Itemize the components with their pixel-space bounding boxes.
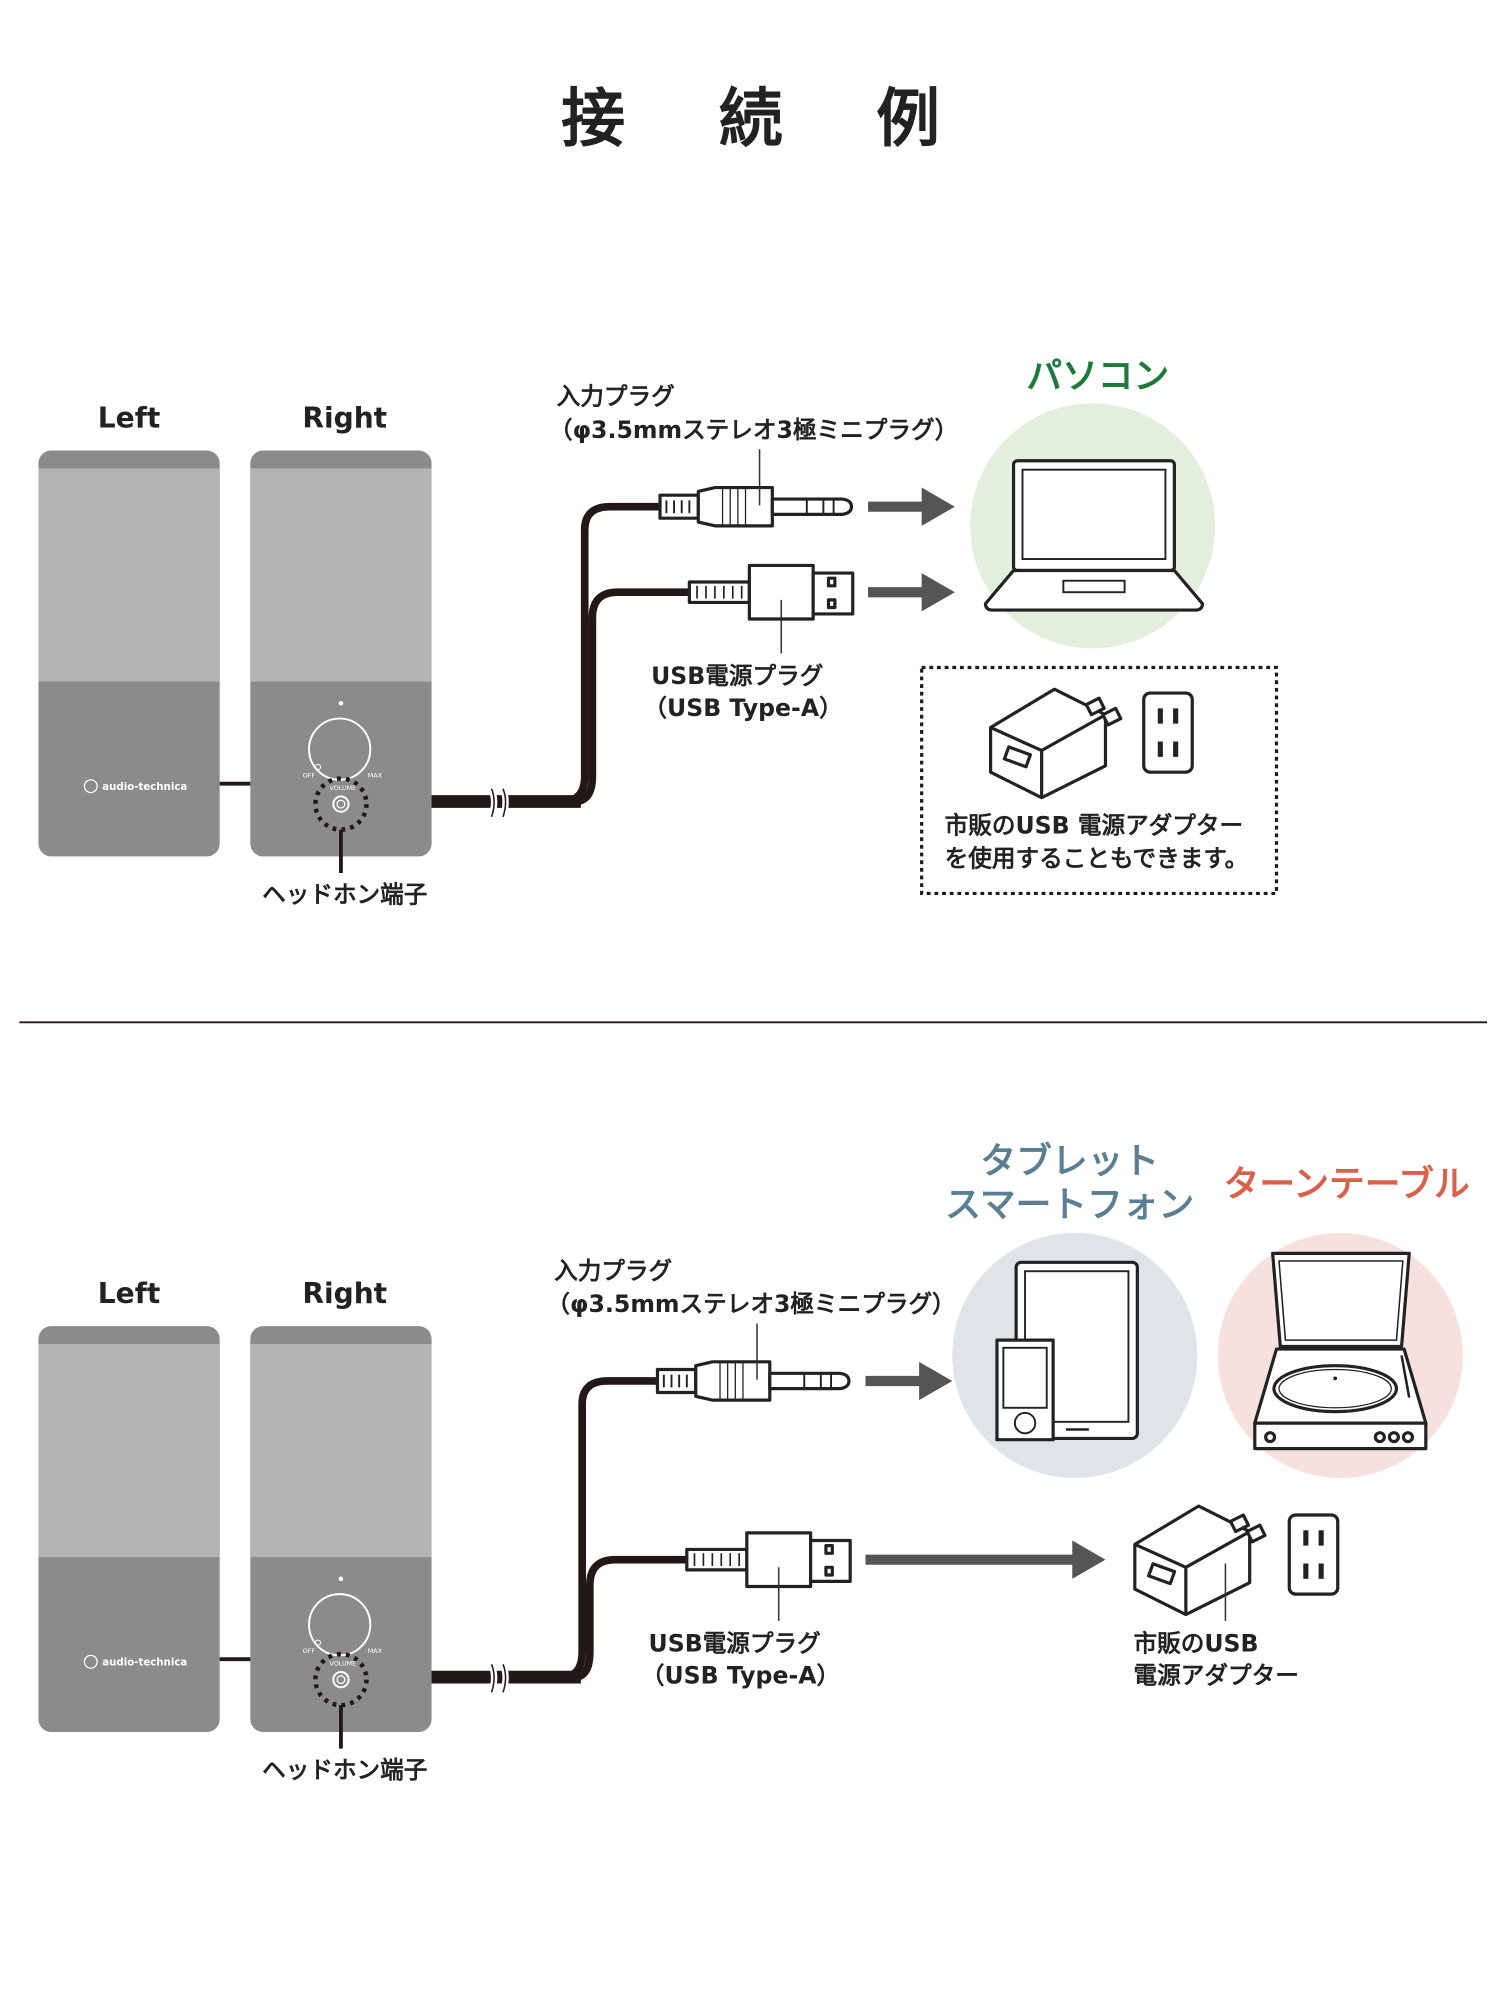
page-title: 接 続 例 [561, 82, 976, 156]
knob-volume-label: VOLUME [329, 784, 356, 792]
right-speaker-label: Right [302, 402, 387, 435]
tablet-label: タブレット [980, 1141, 1159, 1182]
left-speaker-label: Left [98, 1277, 161, 1310]
stereo-mini-plug-icon [658, 485, 854, 528]
turntable-label: ターンテーブル [1224, 1164, 1470, 1205]
usb-plug-label: USB電源プラグ [649, 1630, 822, 1658]
headphone-jack-label: ヘッドホン端子 [262, 1756, 427, 1784]
usb-plug-label: USB電源プラグ [651, 662, 824, 690]
adapter-note-line1: 市販のUSB 電源アダプター [945, 811, 1243, 839]
section-pc: Left Right audio-technica OFF MAX VOLUME… [38, 356, 1279, 908]
usb-plug-icon [685, 1531, 852, 1589]
headphone-jack-label: ヘッドホン端子 [262, 880, 427, 908]
wall-outlet-icon [1142, 691, 1194, 774]
input-plug-label: 入力プラグ [554, 1257, 672, 1285]
laptop-icon [983, 459, 1205, 612]
adapter-note-line2: を使用することもできます。 [945, 845, 1249, 873]
wall-outlet-icon [1287, 1513, 1340, 1596]
turntable-icon [1253, 1251, 1428, 1451]
knob-volume-label: VOLUME [329, 1660, 356, 1668]
knob-max-label: MAX [368, 1647, 383, 1655]
speakers-illustration [38, 451, 431, 873]
left-speaker-label: Left [98, 402, 161, 435]
arrow-icon [868, 487, 955, 526]
usb-plug-spec: （USB Type-A） [643, 694, 842, 722]
logo-text: audio-technica [102, 782, 187, 793]
input-plug-label: 入力プラグ [557, 383, 675, 411]
stereo-mini-plug-icon [655, 1360, 851, 1402]
smartphone-label: スマートフォン [945, 1184, 1194, 1225]
input-plug-spec: （φ3.5mmステレオ3極ミニプラグ） [549, 416, 958, 444]
adapter-label-line1: 市販のUSB [1134, 1630, 1259, 1658]
usb-power-adapter-icon [1133, 1504, 1267, 1617]
logo-text: audio-technica [102, 1658, 187, 1669]
usb-plug-icon [687, 563, 855, 621]
usb-power-adapter-icon [988, 687, 1123, 800]
section-tablet-turntable: Left Right audio-technica OFF MAX VOLUME… [38, 1141, 1470, 1784]
pc-label: パソコン [1026, 356, 1169, 397]
usb-plug-spec: （USB Type-A） [641, 1661, 840, 1689]
knob-off-label: OFF [303, 1647, 316, 1655]
speakers-illustration [38, 1326, 431, 1748]
arrow-icon [868, 573, 955, 612]
adapter-label-line2: 電源アダプター [1134, 1661, 1299, 1689]
knob-off-label: OFF [303, 771, 316, 779]
tablet-smartphone-icon [995, 1260, 1139, 1442]
right-speaker-label: Right [302, 1277, 387, 1310]
input-plug-spec: （φ3.5mmステレオ3極ミニプラグ） [546, 1290, 955, 1318]
arrow-icon [865, 1540, 1106, 1579]
knob-max-label: MAX [368, 771, 383, 779]
arrow-icon [865, 1361, 953, 1401]
